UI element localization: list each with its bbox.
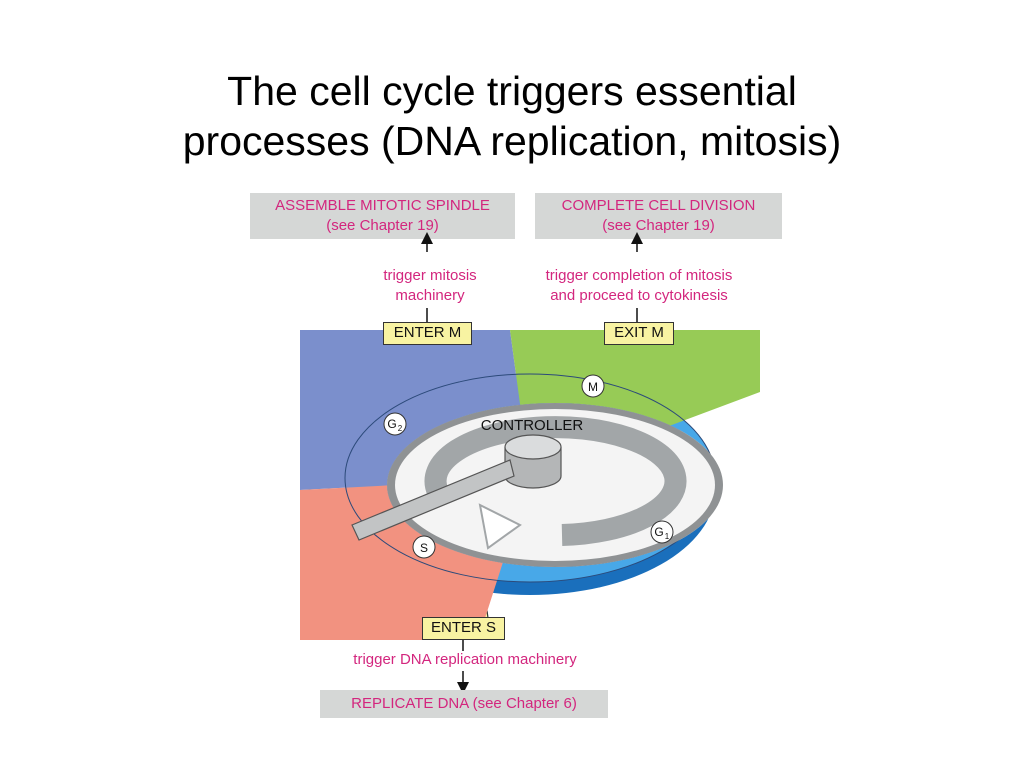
trigger-dna-line-1: trigger DNA replication machinery [353,651,577,668]
controller-arm [351,459,515,541]
m-phase-label: M [588,380,598,394]
complete-division-box: COMPLETE CELL DIVISION (see Chapter 19) [535,193,782,239]
complete-division-text: COMPLETE CELL DIVISION [561,197,756,214]
exit-m-callout: EXIT M [604,322,674,345]
assemble-spindle-ref: (see Chapter 19) [326,217,439,234]
controller-track [424,416,687,546]
enter-s-callout: ENTER S [422,617,505,640]
controller-label: CONTROLLER [481,417,584,434]
controller-cylinder-top [504,434,562,460]
enter-m-callout: ENTER M [383,322,472,345]
trigger-completion-line-2: and proceed to cytokinesis [550,287,728,304]
trigger-mitosis-line-2: machinery [395,287,465,304]
g1-phase-label: G [654,525,663,539]
trigger-completion-label: trigger completion of mitosis and procee… [508,266,770,306]
g2-phase-subscript: 2 [398,424,403,433]
replicate-dna-text: REPLICATE DNA (see Chapter 6) [351,695,577,712]
trigger-mitosis-label: trigger mitosis machinery [330,266,530,306]
m-phase-marker [581,374,605,398]
g1-phase-subscript: 1 [665,532,670,541]
title-line-1: The cell cycle triggers essential [227,68,797,114]
g2-phase-marker [383,412,407,436]
s-phase-marker [412,535,436,559]
assemble-spindle-box: ASSEMBLE MITOTIC SPINDLE (see Chapter 19… [250,193,515,239]
trigger-mitosis-line-1: trigger mitosis [383,267,477,284]
title-line-2: processes (DNA replication, mitosis) [182,118,842,164]
replicate-dna-box: REPLICATE DNA (see Chapter 6) [320,690,608,718]
slide-title: The cell cycle triggers essential proces… [0,66,1024,166]
trigger-dna-label: trigger DNA replication machinery [300,650,630,670]
g2-phase-label: G [387,417,396,431]
complete-division-ref: (see Chapter 19) [602,217,715,234]
circular-arrow-head [478,503,522,550]
s-phase-label: S [420,541,428,555]
g1-phase-marker [650,520,674,544]
assemble-spindle-text: ASSEMBLE MITOTIC SPINDLE [275,197,490,214]
trigger-completion-line-1: trigger completion of mitosis [545,267,733,284]
